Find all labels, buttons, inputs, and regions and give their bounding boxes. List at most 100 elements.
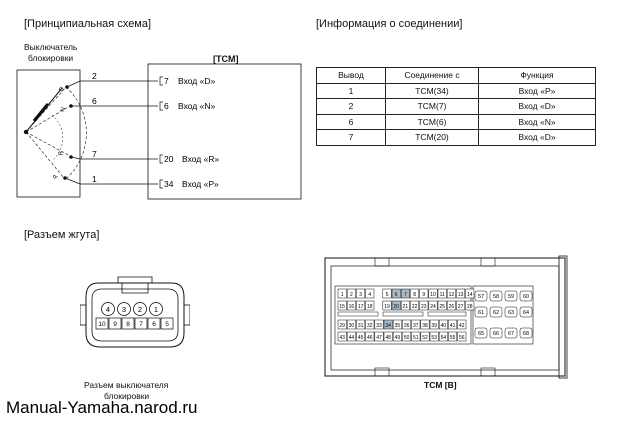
tcm-pin-40 <box>438 319 448 330</box>
wire-pin-6: 6 <box>92 96 97 106</box>
tcm-pin-44 <box>346 331 356 342</box>
tcm-pin-label: 52 <box>422 335 428 341</box>
tcm-pin-43 <box>337 331 347 342</box>
tcm-pin-label: 43 <box>339 335 345 341</box>
wire-p <box>64 177 158 185</box>
tcm-pin-56 <box>457 331 467 342</box>
tcm-pin-21 <box>400 300 410 311</box>
tcm-terminal-6 <box>159 101 163 111</box>
tcm-pin-30 <box>346 319 356 330</box>
tcm-pin-42 <box>457 319 467 330</box>
tcm-pin-label: 62 <box>493 310 499 316</box>
tcm-pin-label: 15 <box>339 304 345 310</box>
wire-r <box>70 156 158 160</box>
tcm-pin-label: 19 <box>384 304 390 310</box>
table-row: 1 TCM(34) Вход «P» <box>316 82 596 99</box>
tcm-pin-label: 39 <box>431 323 437 329</box>
tcm-pin-label: 6 <box>395 292 398 298</box>
switch-label-line2: блокировки <box>28 53 74 63</box>
tcm-pin-label: 44 <box>349 335 355 341</box>
tcm-pin-18 <box>365 300 375 311</box>
tcm-pin-20 <box>391 300 401 311</box>
switch-pin-label: 10 <box>98 321 106 328</box>
tcm-pin-55 <box>448 331 458 342</box>
switch-pin-6 <box>147 317 161 330</box>
tcm-pin-4 <box>365 288 375 299</box>
tcm-pin-58 <box>489 290 503 302</box>
watermark: Manual-Yamaha.narod.ru <box>6 398 198 417</box>
switch-connector-caption-2: блокировки <box>104 391 150 401</box>
tcm-pin-28 <box>465 300 475 311</box>
cell-connection: TCM(20) <box>385 129 479 146</box>
tcm-pin-39 <box>429 319 439 330</box>
switch-pin-label: 5 <box>165 321 169 328</box>
switch-pin-4 <box>101 302 115 316</box>
tcm-pin-51 <box>411 331 421 342</box>
tcm-pin-35 <box>392 319 402 330</box>
tcm-pin-label: 13 <box>458 292 464 298</box>
switch-pin-label: 9 <box>113 321 117 328</box>
tcm-pin-25 <box>437 300 447 311</box>
tcm-pin-50 <box>402 331 412 342</box>
tcm-pin-label: 20 <box>393 304 399 310</box>
tcm-pin-36 <box>402 319 412 330</box>
tcm-terminal-7 <box>159 76 163 86</box>
tcm-pin-label: 37 <box>413 323 419 329</box>
switch-label-line1: Выключатель <box>24 42 78 52</box>
wire-pin-1: 1 <box>92 174 97 184</box>
connection-info-table: Вывод Соединение с Функция 1 TCM(34) Вхо… <box>316 67 596 146</box>
tcm-pin-9 <box>419 288 429 299</box>
tcm-pin-label: 67 <box>508 331 514 337</box>
switch-pin-label: 3 <box>122 305 126 314</box>
cell-connection: TCM(6) <box>385 113 479 130</box>
tcm-pin-label: 54 <box>441 335 447 341</box>
tcm-pin-label: 27 <box>458 304 464 310</box>
pos-letter-p: P <box>53 173 60 179</box>
tcm-input-p: Вход «P» <box>182 179 219 189</box>
tcm-pin-label: 25 <box>439 304 445 310</box>
switch-arc <box>65 86 87 179</box>
switch-pin-label: 6 <box>152 321 156 328</box>
tcm-pin-1 <box>337 288 347 299</box>
tcm-pin-41 <box>448 319 458 330</box>
switch-pin-7 <box>134 317 148 330</box>
tcm-pin-11 <box>437 288 447 299</box>
tcm-pin-26 <box>446 300 456 311</box>
table-header-row: Вывод Соединение с Функция <box>316 67 596 84</box>
tcm-pin-label: 23 <box>421 304 427 310</box>
tcm-pin-label: 26 <box>449 304 455 310</box>
tcm-pin-14 <box>465 288 475 299</box>
tcm-pin-label: 1 <box>341 292 344 298</box>
cell-function: Вход «P» <box>478 82 596 99</box>
tcm-pin-label: 53 <box>431 335 437 341</box>
tcm-pin-label: 61 <box>478 310 484 316</box>
switch-pin-label: 2 <box>138 305 142 314</box>
tcm-pin-label: 36 <box>404 323 410 329</box>
tcm-pin-label: 65 <box>478 331 484 337</box>
tcm-pin-label: 22 <box>412 304 418 310</box>
tcm-pin-23 <box>419 300 429 311</box>
tcm-pin-label: 35 <box>395 323 401 329</box>
tcm-pin-label: 51 <box>413 335 419 341</box>
switch-dash-d <box>25 86 67 133</box>
tcm-pin-6 <box>391 288 401 299</box>
tcm-pin-label: 32 <box>367 323 373 329</box>
tcm-pin-67 <box>504 327 518 339</box>
tcm-box <box>147 63 302 200</box>
tcm-pin-61 <box>474 306 488 318</box>
tcm-pin-5 <box>382 288 392 299</box>
tcm-pin-label: 29 <box>339 323 345 329</box>
switch-dash-r <box>25 131 71 157</box>
tcm-pin-label: 24 <box>430 304 436 310</box>
tcm-pin-label: 14 <box>467 292 473 298</box>
tcm-pin-49 <box>392 331 402 342</box>
tcm-pin-52 <box>420 331 430 342</box>
tcm-input-r: Вход «R» <box>182 154 219 164</box>
table-row: 6 TCM(6) Вход «N» <box>316 113 596 130</box>
tcm-pin-label: 68 <box>523 331 529 337</box>
cell-function: Вход «D» <box>478 98 596 115</box>
tcm-pin-22 <box>410 300 420 311</box>
tcm-pin-31 <box>356 319 366 330</box>
tcm-pin-label: 10 <box>430 292 436 298</box>
tcm-pin-10 <box>428 288 438 299</box>
